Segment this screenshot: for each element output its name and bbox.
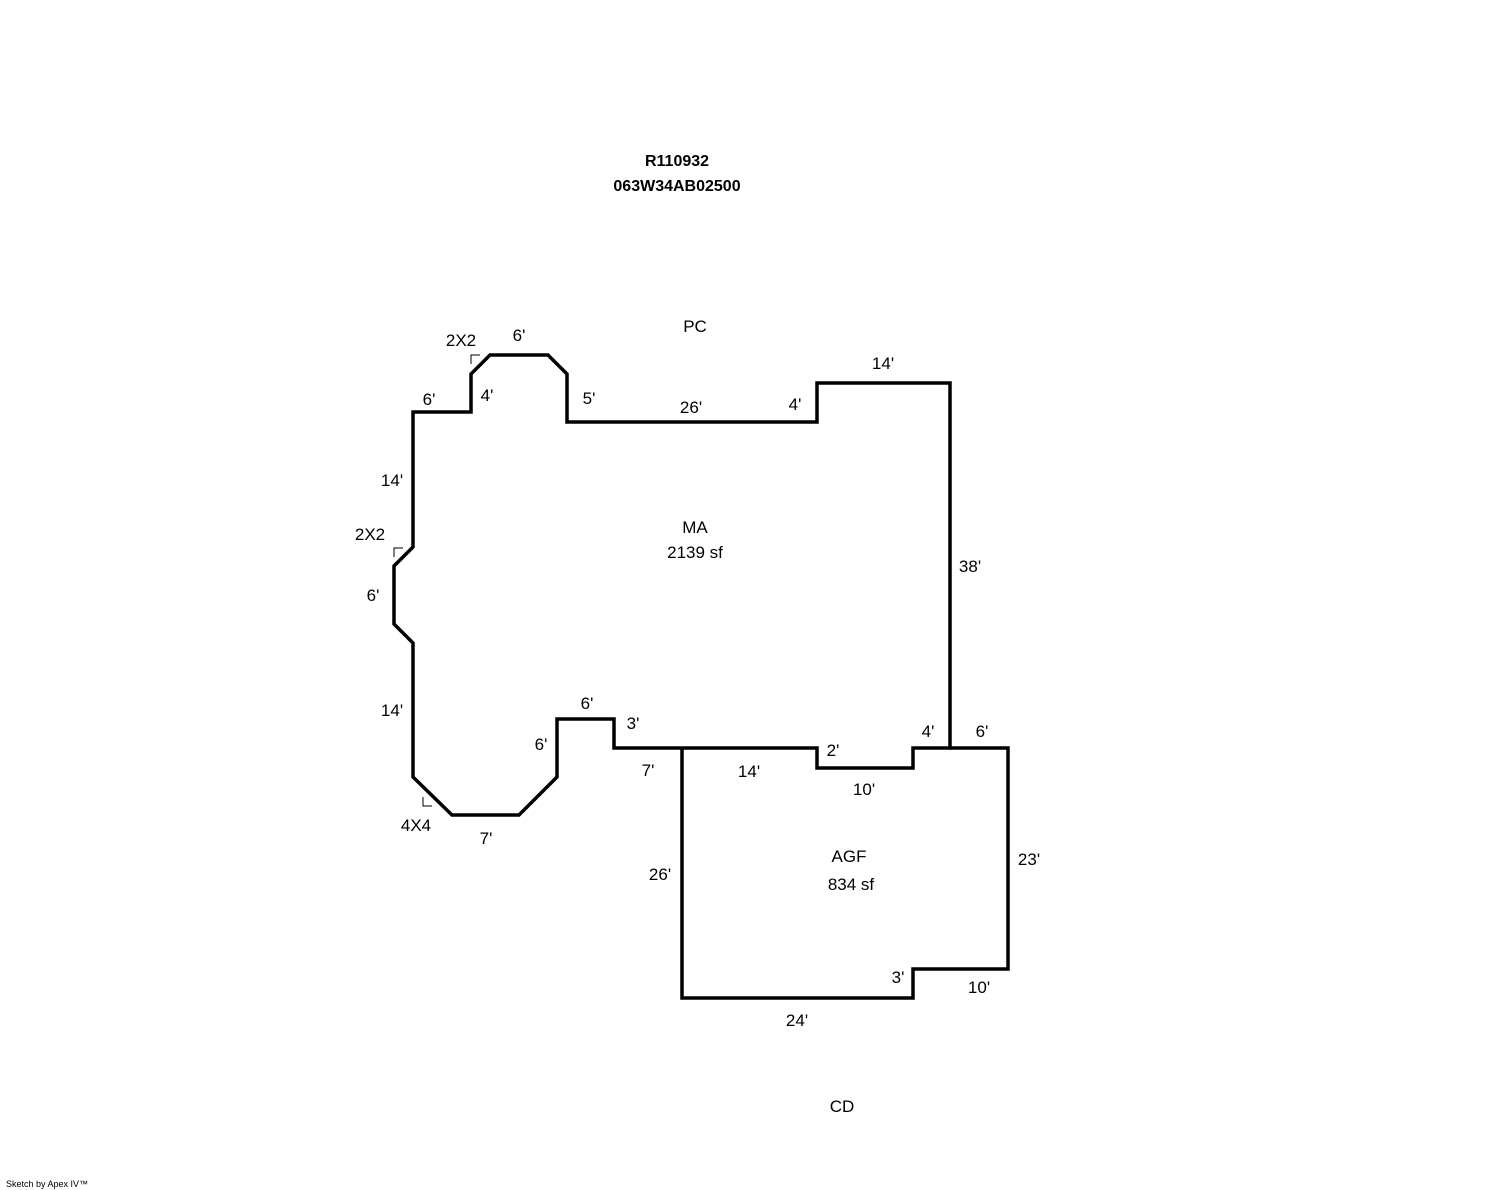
porch-label: PC [683, 317, 707, 336]
dimension-labels: 2X2 6' 6' 4' 5' 26' 4' 14' 38' 14' 2X2 6… [355, 326, 1040, 1030]
dim-label: 14' [872, 354, 894, 373]
dim-label: 26' [680, 398, 702, 417]
dim-label: 7' [642, 761, 655, 780]
angle-marker-bottom [422, 797, 432, 807]
main-area-outline [392, 353, 952, 817]
garage-outline [680, 746, 1010, 1000]
dim-label: 38' [959, 557, 981, 576]
dim-label: 24' [786, 1011, 808, 1030]
account-number: R110932 [645, 153, 709, 170]
dim-label: 26' [649, 865, 671, 884]
dim-label: 2X2 [446, 331, 476, 350]
garage-code: AGF [832, 847, 867, 866]
dim-label: 14' [381, 471, 403, 490]
footer-credit: Sketch by Apex IV™ [6, 1179, 88, 1189]
dim-label: 4X4 [401, 816, 431, 835]
dim-label: 6' [535, 735, 548, 754]
dim-label: 10' [968, 978, 990, 997]
parcel-number: 063W34AB02500 [613, 178, 740, 195]
dim-label: 4' [481, 386, 494, 405]
dim-label: 6' [976, 722, 989, 741]
dim-label: 14' [738, 762, 760, 781]
dim-label: 6' [367, 586, 380, 605]
dim-label: 5' [583, 389, 596, 408]
angle-marker-top [470, 354, 480, 364]
dim-label: 6' [513, 326, 526, 345]
main-area-size: 2139 sf [667, 543, 723, 562]
dim-label: 14' [381, 701, 403, 720]
dim-label: 7' [480, 829, 493, 848]
main-area-code: MA [682, 518, 708, 537]
dim-label: 2' [827, 741, 840, 760]
dim-label: 3' [627, 714, 640, 733]
dim-label: 10' [853, 780, 875, 799]
dim-label: 4' [789, 395, 802, 414]
angle-marker-left [393, 547, 403, 557]
dim-label: 3' [892, 968, 905, 987]
dim-label: 6' [423, 390, 436, 409]
dim-label: 6' [581, 694, 594, 713]
dim-label: 2X2 [355, 525, 385, 544]
dim-label: 4' [922, 722, 935, 741]
deck-label: CD [830, 1097, 855, 1116]
garage-size: 834 sf [828, 875, 875, 894]
dim-label: 23' [1018, 850, 1040, 869]
